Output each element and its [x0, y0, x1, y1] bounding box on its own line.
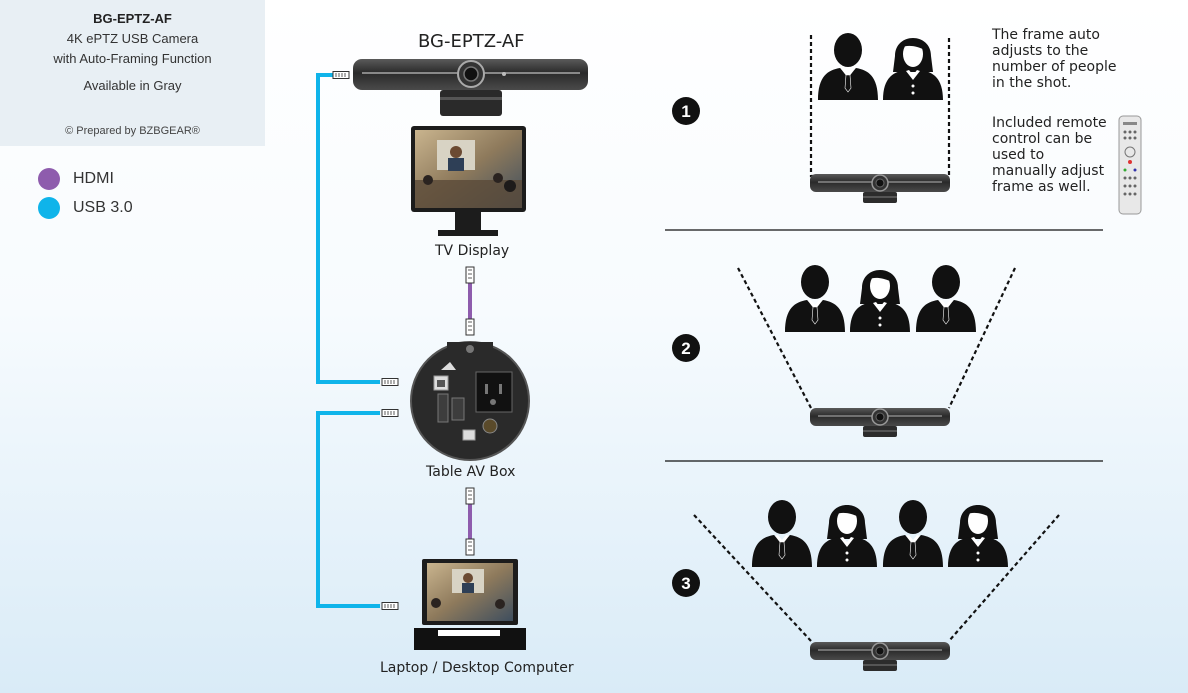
product-info-box: BG-EPTZ-AF 4K ePTZ USB Camera with Auto-… — [0, 0, 265, 146]
man-icon — [817, 32, 879, 101]
hdmi-color-dot — [38, 168, 60, 190]
man-icon — [784, 264, 846, 333]
remote-control-note: Included remote control can be used to m… — [992, 115, 1107, 195]
camera-icon — [809, 641, 951, 672]
frame-outline-2 — [737, 267, 1016, 409]
legend-item-usb: USB 3.0 — [38, 197, 133, 219]
usb-connector — [332, 71, 350, 79]
note-line: used to — [992, 147, 1045, 163]
usb-color-dot — [38, 197, 60, 219]
legend-label-hdmi: HDMI — [73, 170, 114, 187]
svg-text:3: 3 — [681, 574, 690, 593]
usb-connector — [381, 378, 399, 386]
auto-frame-note: The frame auto adjusts to the number of … — [992, 27, 1117, 91]
camera-icon — [809, 407, 951, 438]
usb-connector — [381, 602, 399, 610]
tv-display-device — [411, 126, 526, 236]
tv-display-label: TV Display — [435, 243, 510, 259]
remote-control-icon — [1118, 115, 1142, 215]
note-line: frame as well. — [992, 179, 1091, 195]
product-title: BG-EPTZ-AF — [93, 11, 172, 26]
svg-text:1: 1 — [681, 102, 690, 121]
legend-label-usb: USB 3.0 — [73, 199, 133, 216]
product-subtitle-line1: 4K ePTZ USB Camera — [66, 31, 199, 46]
man-icon — [915, 264, 977, 333]
camera-device — [353, 59, 588, 116]
step-badge-2: 2 — [672, 334, 700, 362]
legend-item-hdmi: HDMI — [38, 168, 114, 190]
note-line: manually adjust — [992, 163, 1105, 179]
frame-outline-3 — [693, 514, 1060, 642]
note-line: The frame auto — [992, 27, 1100, 43]
woman-icon — [850, 270, 910, 332]
computer-label: Laptop / Desktop Computer — [380, 660, 574, 676]
step-badge-3: 3 — [672, 569, 700, 597]
svg-text:2: 2 — [681, 339, 690, 358]
table-av-box-device — [410, 341, 530, 461]
hdmi-connector — [465, 318, 475, 336]
note-line: control can be — [992, 131, 1093, 147]
usb-cable-camera-to-avbox — [316, 73, 380, 384]
step-badge-1: 1 — [672, 97, 700, 125]
hdmi-connector — [465, 538, 475, 556]
man-icon — [751, 499, 813, 568]
product-availability: Available in Gray — [83, 78, 182, 93]
woman-icon — [883, 38, 943, 100]
product-subtitle-line2: with Auto-Framing Function — [53, 51, 212, 66]
usb-connector — [381, 409, 399, 417]
note-line: Included remote — [992, 115, 1107, 131]
camera-label: BG-EPTZ-AF — [418, 31, 525, 52]
note-line: number of people — [992, 59, 1117, 75]
usb-cable-avbox-to-computer — [316, 411, 380, 608]
av-box-label: Table AV Box — [426, 464, 516, 480]
note-line: in the shot. — [992, 75, 1072, 91]
note-line: adjusts to the — [992, 43, 1089, 59]
woman-icon — [817, 505, 877, 567]
man-icon — [882, 499, 944, 568]
woman-icon — [948, 505, 1008, 567]
camera-icon — [809, 173, 951, 204]
credit-text: © Prepared by BZBGEAR® — [65, 125, 200, 137]
laptop-device — [414, 559, 526, 650]
hdmi-connector — [465, 487, 475, 505]
hdmi-connector — [465, 266, 475, 284]
